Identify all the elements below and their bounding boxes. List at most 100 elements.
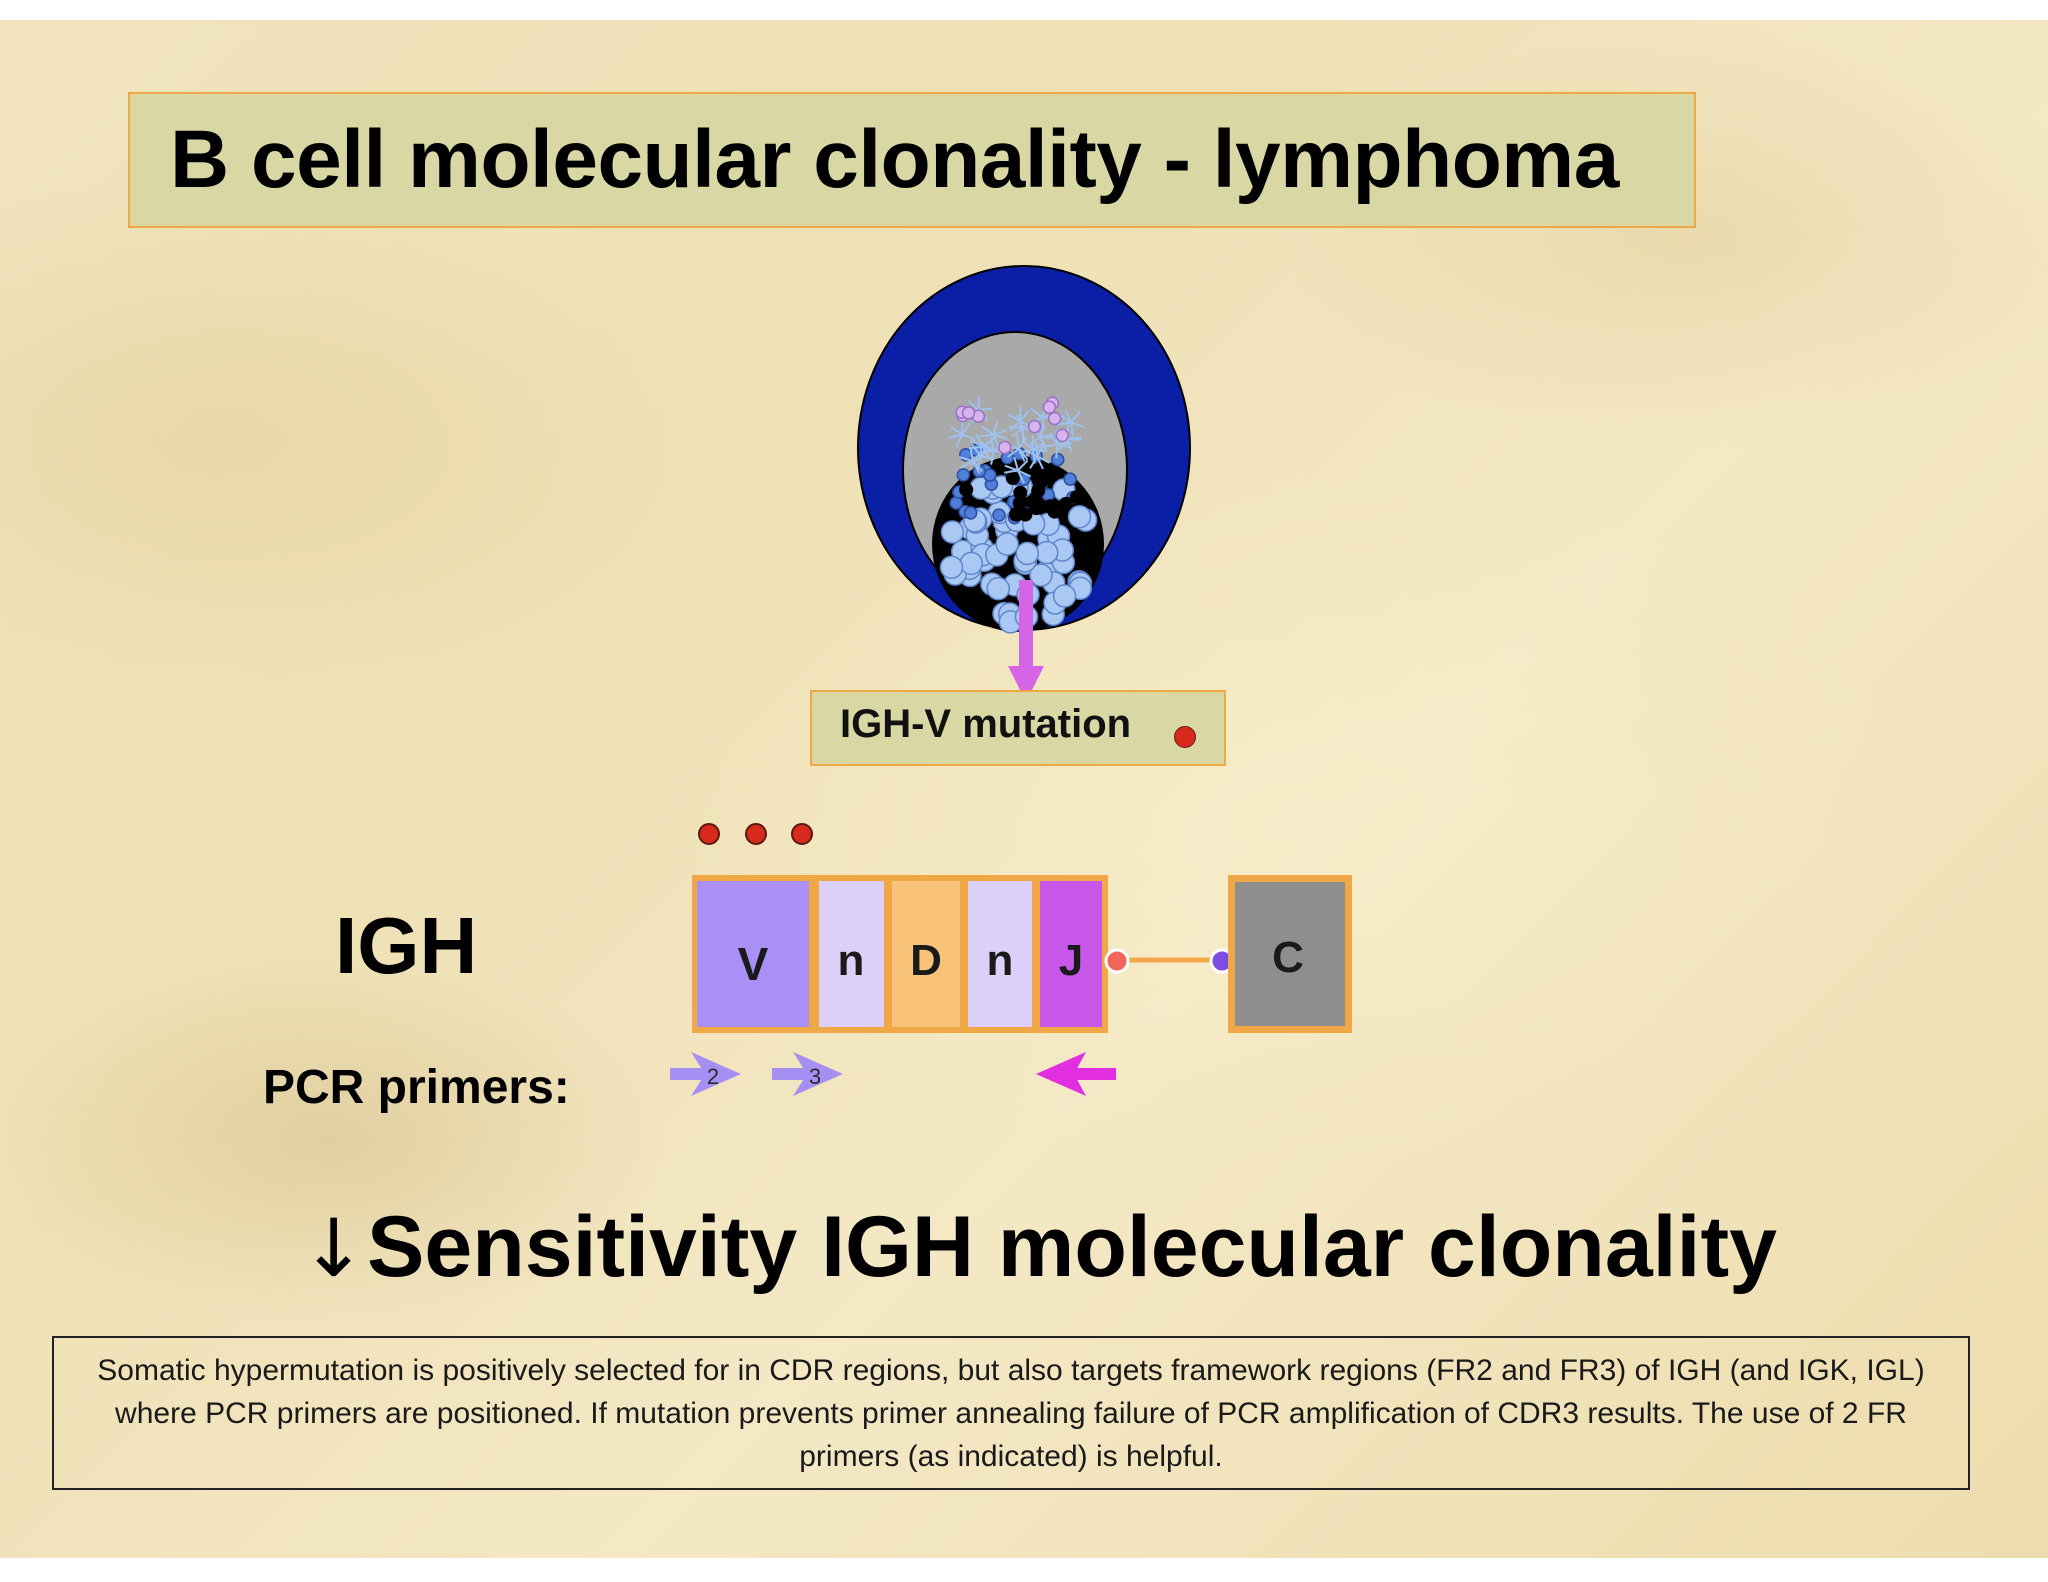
dendrite: [971, 460, 981, 474]
cell: [1063, 472, 1077, 486]
dendrite: [1018, 436, 1028, 450]
cell: [1067, 504, 1092, 529]
dendrite: [1018, 406, 1022, 422]
dendrite: [1039, 436, 1047, 451]
dendrite: [992, 420, 999, 435]
cell: [998, 440, 1012, 455]
cell: [1009, 507, 1024, 522]
dendrite: [967, 399, 980, 411]
dendrite: [977, 396, 981, 411]
mutation-dot: [745, 823, 767, 845]
footnote-text: Somatic hypermutation is positively sele…: [97, 1353, 1925, 1473]
constant-region: C: [1228, 875, 1352, 1033]
dendrite: [1028, 436, 1042, 447]
dendrite: [1066, 438, 1073, 453]
dendrite: [1016, 434, 1020, 449]
cell: [959, 551, 984, 576]
dendrite: [1064, 409, 1073, 423]
cell: [956, 468, 971, 482]
dendrite: [1036, 455, 1044, 470]
centroblast-cells: [939, 443, 1098, 634]
mutation-label: IGH-V mutation: [840, 702, 1132, 746]
cell: [1005, 471, 1020, 486]
dendrite: [992, 434, 1000, 449]
pcr-primer-arrows: 2 3: [670, 1052, 1116, 1096]
cell: [1051, 452, 1065, 467]
dendrite: [1040, 416, 1046, 431]
dendrite: [948, 433, 963, 439]
mutation-dots: [698, 823, 813, 845]
segment-n1: [819, 881, 884, 1027]
segment-v-label: V: [738, 938, 769, 990]
cell: [1052, 584, 1077, 608]
dendrite: [1036, 443, 1046, 457]
slide-background: B cell molecular clonality - lymphoma: [0, 20, 2048, 1558]
dendrite: [990, 437, 995, 452]
slide-title: B cell molecular clonality - lymphoma: [170, 114, 1619, 205]
segment-j-label: J: [1059, 936, 1083, 985]
segment-v: [697, 881, 809, 1027]
vdj-to-c-link: [1104, 948, 1235, 974]
igh-vdj-segments: V n D n J: [692, 875, 1108, 1033]
dendrite: [981, 425, 995, 436]
cell: [963, 506, 978, 520]
footnote-box: Somatic hypermutation is positively sele…: [52, 1336, 1970, 1490]
cell: [1043, 499, 1058, 514]
primer-fr2-arrow: 2: [670, 1052, 741, 1096]
cell: [1034, 474, 1049, 489]
dendrite: [1017, 459, 1029, 472]
dendritic-cells: [948, 396, 1085, 484]
dendrite: [1070, 421, 1085, 429]
dendrite: [961, 433, 976, 441]
dendrite: [961, 422, 971, 436]
cell: [1055, 428, 1069, 443]
cell: [1069, 490, 1084, 505]
dendrite: [1017, 470, 1025, 484]
cell: [961, 406, 976, 420]
dendrite: [1017, 448, 1026, 462]
segment-d-label: D: [910, 936, 942, 985]
dendrite: [960, 460, 974, 469]
lymph-follicle: [857, 265, 1191, 634]
segment-n2-label: n: [987, 936, 1014, 985]
cell: [995, 532, 1019, 556]
dendrite: [979, 441, 983, 457]
segment-j: [1040, 881, 1102, 1027]
segment-d: [892, 881, 960, 1027]
mutation-legend-dot: [1174, 726, 1196, 748]
segment-n1-label: n: [838, 936, 865, 985]
diagram-canvas: V n D n J C 2: [670, 265, 1352, 1096]
dendrite: [1035, 442, 1039, 457]
primer-fr3-arrow: 3: [772, 1052, 843, 1096]
segment-c: [1235, 882, 1345, 1026]
cell: [1058, 496, 1073, 511]
dendrite: [1009, 420, 1021, 432]
dendrite: [1019, 409, 1030, 422]
dendrite: [969, 455, 982, 467]
dendrite: [1017, 469, 1032, 478]
sensitivity-heading: ↓Sensitivity IGH molecular clonality: [300, 1198, 1777, 1297]
mutation-pointer-arrow: [1008, 580, 1044, 702]
dendrite: [1024, 448, 1038, 458]
cell: [1029, 501, 1044, 516]
dendrite: [1070, 411, 1081, 424]
cell: [940, 520, 965, 544]
cell: [939, 555, 964, 580]
dendrite: [1058, 414, 1072, 424]
segment-c-label: C: [1272, 933, 1304, 982]
dendrite: [969, 447, 974, 462]
dendrite: [993, 433, 1008, 441]
dendrite: [1029, 455, 1038, 469]
dendrite: [993, 429, 1008, 436]
cell: [1029, 563, 1053, 587]
cell: [1027, 419, 1042, 434]
dendrite: [979, 433, 994, 438]
cell: [1013, 485, 1028, 500]
pcr-primers-label: PCR primers:: [263, 1061, 570, 1114]
cell: [1012, 496, 1027, 511]
link-dot-left: [1104, 948, 1130, 974]
mutation-callout-box: IGH-V mutation: [810, 690, 1226, 766]
dendrite: [1018, 420, 1024, 435]
dendrite: [990, 450, 995, 465]
dendrite: [1043, 443, 1058, 448]
